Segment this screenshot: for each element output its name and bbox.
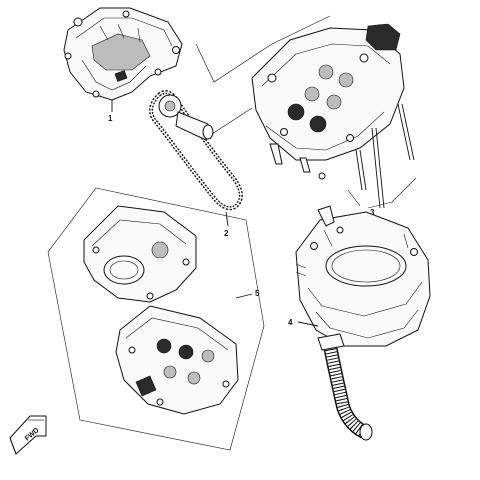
- cylinder-block: [295, 205, 431, 347]
- cylinder-head: [251, 23, 415, 209]
- assembly-connector-lines: [195, 15, 417, 209]
- leader-line-4: [297, 321, 319, 327]
- forward-arrow-icon: FWD: [9, 415, 47, 455]
- callout-1: 1: [108, 114, 113, 123]
- callout-5: 5: [255, 289, 260, 298]
- cylinder-head-cover: [63, 7, 183, 101]
- intake-hose: [317, 333, 373, 441]
- cylinder-head-assembly: [83, 205, 239, 415]
- leader-line-2: [225, 211, 229, 227]
- callout-3: 3: [370, 208, 375, 217]
- callout-4: 4: [288, 318, 293, 327]
- callout-2: 2: [224, 229, 229, 238]
- assembly-frame: [47, 187, 265, 451]
- timing-chain: [149, 90, 243, 211]
- leader-line-5: [235, 293, 253, 299]
